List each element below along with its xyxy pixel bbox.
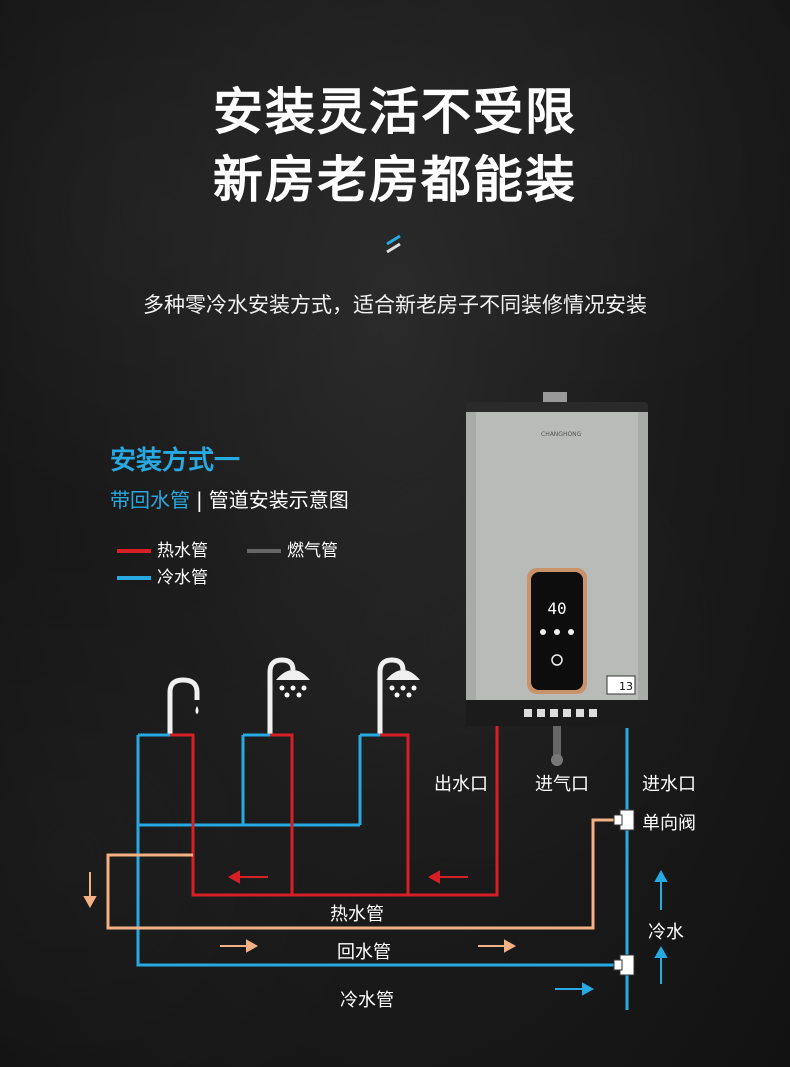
section-subtitle-separator: | [196,488,203,512]
legend-gas-swatch [247,549,281,553]
section-subtitle: 带回水管|管道安装示意图 [110,484,349,513]
label-gas-inlet: 进气口 [535,774,589,795]
hot-pipe-network [170,726,499,897]
hot-flow-arrow-2 [427,870,468,884]
legend-gas: 燃气管 [247,536,338,561]
legend-cold: 冷水管 [117,563,208,588]
divider-slash [386,234,401,254]
gas-pipe [551,726,563,766]
legend-cold-swatch [117,576,151,580]
cold-flow-arrow-up-2 [654,945,668,984]
heater-display-temp: 40 [547,599,566,618]
label-check-valve: 单向阀 [642,813,696,834]
faucet-icon [167,677,200,735]
legend-cold-label: 冷水管 [157,568,208,588]
label-cold-water: 冷水 [648,922,684,943]
check-valve-icon-lower [613,954,635,976]
label-return-pipe: 回水管 [337,942,391,963]
return-flow-arrow-down [83,872,97,909]
energy-badge-text: 13 [619,680,633,693]
headline-line1: 安装灵活不受限 [213,83,577,141]
label-water-inlet: 进水口 [642,774,696,795]
section-title: 安装方式一 [110,446,241,476]
heater-top-cap [466,402,648,414]
subtitle: 多种零冷水安装方式，适合新老房子不同装修情况安装 [143,293,647,317]
headline-line2: 新房老房都能装 [213,151,577,209]
energy-badge [606,675,636,695]
label-cold-pipe: 冷水管 [340,990,394,1011]
heater-bottom-buttons [524,709,597,717]
legend-hot-label: 热水管 [157,541,208,561]
section-subtitle-blue: 带回水管 [110,488,190,512]
check-valve-icon-upper [613,809,635,831]
water-heater: 40 13 CHANGHONG [466,392,648,726]
hot-flow-arrow-1 [227,870,268,884]
label-hot-pipe: 热水管 [330,904,384,925]
shower-icon-1 [267,657,310,735]
return-flow-arrow-2 [478,939,517,953]
heater-brand-logo: CHANGHONG [541,431,582,438]
return-flow-arrow-1 [220,939,259,953]
legend-gas-label: 燃气管 [287,541,338,561]
section-subtitle-white: 管道安装示意图 [208,488,349,512]
legend-hot-swatch [117,549,151,553]
cold-flow-arrow-up-1 [654,869,668,910]
legend-hot: 热水管 [117,536,208,561]
shower-icon-2 [377,657,420,735]
return-pipe [106,818,620,930]
cold-flow-arrow-right [555,982,595,996]
label-outlet: 出水口 [434,774,488,795]
